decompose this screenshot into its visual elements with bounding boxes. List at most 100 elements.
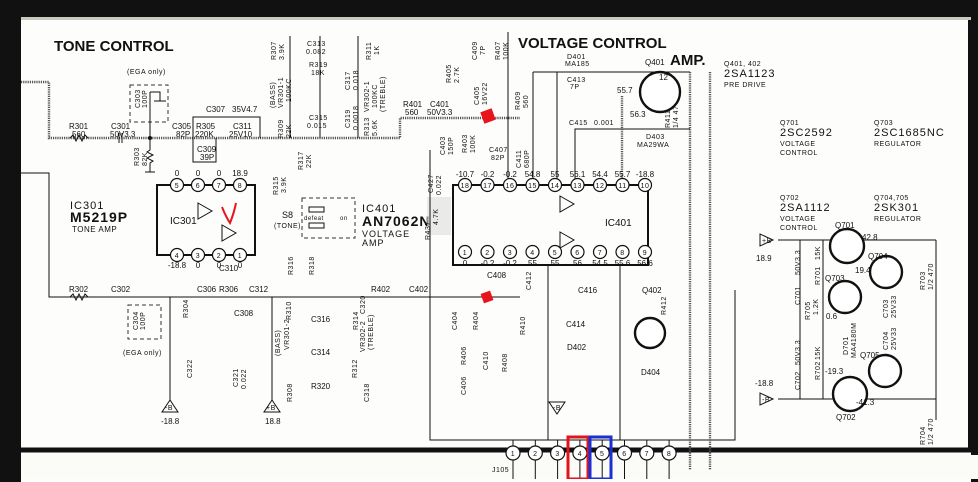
ic401-pin-6: [570, 244, 585, 260]
c305-value: 82P: [176, 130, 190, 139]
ic401-pin-voltage: 54.8: [525, 170, 541, 179]
ic401-pin-number: 17: [483, 183, 492, 190]
tone-control-title: TONE CONTROL: [54, 38, 174, 55]
q701-transistor: [828, 227, 866, 265]
c402-label: C402: [409, 285, 429, 294]
legend-refs: Q401, 402: [724, 61, 761, 68]
pos-b-voltage-reg: 18.9: [756, 254, 772, 263]
r317-value: 22K: [306, 154, 313, 168]
neg-b-supply-reg: [759, 392, 775, 406]
ic401-pin-voltage: 55.7: [615, 170, 631, 179]
ic301-pin-number: 4: [175, 253, 179, 260]
neg-b-supply-connector: [548, 401, 566, 415]
pos-b-voltage-tone: 18.8: [265, 417, 281, 426]
ic301-pin-voltage: 0: [196, 261, 201, 270]
r703-label: R703: [920, 271, 927, 290]
c305-label: C305: [172, 122, 192, 131]
r311-value: 1K: [374, 45, 381, 55]
r316-label: R316: [288, 256, 295, 275]
vr301-1-name: (BASS): [270, 82, 277, 108]
legend-refs: Q704,705: [874, 195, 909, 202]
ic301-pin-1: [232, 247, 248, 263]
q402-ref: Q402: [642, 286, 662, 295]
j105-pin-3[interactable]: [549, 445, 566, 461]
c304-ega-box: [127, 304, 162, 340]
ic301-pin-voltage: 0: [175, 169, 180, 178]
ic301-opamp-a: [197, 202, 214, 220]
red-marker-c408: [480, 290, 494, 304]
d404-label: D404: [641, 368, 661, 377]
ic401-pin-number: 4: [530, 250, 534, 257]
ega-only-note-top: (EGA only): [127, 69, 166, 76]
r407-label: R407: [495, 41, 502, 60]
j105-pin-number: 6: [622, 451, 626, 458]
c704-label: C704: [883, 331, 890, 350]
r411-label: R411: [665, 110, 672, 128]
j105-pin-7[interactable]: [639, 445, 655, 461]
ic401-pin-voltage: 55: [551, 259, 560, 268]
ic401-pin-voltage: 0: [463, 259, 468, 268]
ic401-pin-14: [547, 177, 563, 193]
j105-pin-1[interactable]: [505, 445, 521, 461]
c408-label: C408: [487, 271, 507, 280]
q705-ref: Q705: [860, 351, 880, 360]
ic401-pin-1: [457, 244, 473, 260]
pos-b-label-reg: +B: [762, 238, 772, 245]
ic401-pin-voltage: -0.2: [481, 259, 495, 268]
ic301-pin-number: 5: [175, 183, 179, 190]
r301-label: R301: [69, 122, 89, 131]
q401-ref: Q401: [645, 58, 665, 67]
r308-label: R308: [287, 383, 294, 402]
ic401-pin-voltage: -10.7: [456, 170, 475, 179]
ic401-pin-number: 10: [641, 183, 650, 190]
q701-v: 42.8: [862, 233, 878, 242]
shielded-amp-wires: [620, 72, 712, 470]
neg-b-supply-tone: [161, 399, 179, 413]
j105-pin-5[interactable]: [594, 445, 610, 461]
q702-v1: -19.3: [825, 367, 844, 376]
pos-b-supply-tone: [263, 399, 281, 413]
q704-ref: Q704: [868, 252, 888, 261]
ic301-pin-voltage: 0: [196, 169, 201, 178]
r318-label: R318: [309, 256, 316, 275]
c427-label: C427: [428, 174, 435, 193]
ic401-function-2: AMP: [362, 238, 385, 248]
vr301-1-value: 100KC: [286, 78, 293, 102]
j105-pin-number: 1: [511, 451, 515, 458]
c704-value: 25V33: [891, 327, 898, 350]
q703-ref: Q703: [825, 274, 845, 283]
c313-label: C313: [307, 41, 326, 48]
s8-ref: S8: [282, 210, 293, 220]
ic401-opamp-b: [559, 231, 576, 249]
legend-refs: Q702: [780, 195, 799, 202]
ic301-pin-8: [232, 177, 248, 193]
c317-label: C317: [345, 71, 352, 90]
r404-label: R404: [473, 311, 480, 330]
neg-b-label-connector: -B: [553, 405, 561, 412]
c703-label: C703: [883, 299, 890, 318]
j105-pin-number: 4: [578, 451, 582, 458]
q703-transistor: [827, 279, 863, 315]
c302-label: C302: [111, 285, 131, 294]
ic301-pin-voltage: 0: [217, 261, 222, 270]
r704-label: R704: [920, 426, 927, 445]
j105-pin-number: 5: [600, 451, 604, 458]
q401-v-base: 55.7: [617, 86, 633, 95]
c301-value: 50V3.3: [110, 130, 136, 139]
j105-pin-6[interactable]: [616, 445, 633, 461]
s8-switch-box[interactable]: [301, 197, 356, 239]
lower-bus-wires: [429, 150, 736, 441]
c308-label: C308: [234, 309, 254, 318]
r309-label: R309: [278, 119, 285, 138]
j105-pin-8[interactable]: [661, 445, 677, 461]
ic301-pin-2: [211, 247, 227, 263]
r409-value: 560: [523, 95, 530, 108]
c319-label: C319: [345, 109, 352, 128]
ic401-pin-number: 14: [551, 183, 560, 190]
j105-pin-2[interactable]: [527, 445, 543, 461]
r315-value: 3.9K: [281, 177, 288, 193]
s8-on-label: on: [340, 216, 348, 222]
ic401-pin-voltage: 56.6: [637, 259, 653, 268]
signal-wire-lower: [21, 172, 520, 298]
